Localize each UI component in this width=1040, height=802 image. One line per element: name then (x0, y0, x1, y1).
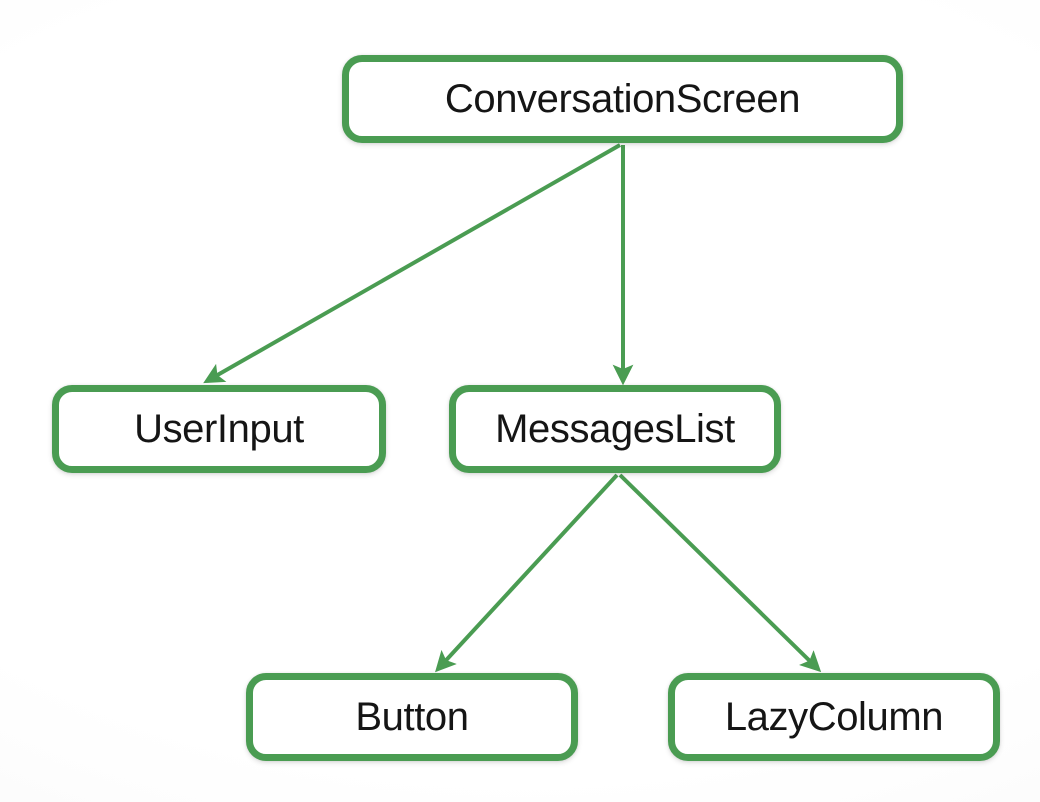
node-label-user-input: UserInput (134, 407, 304, 451)
node-user-input[interactable]: UserInput (52, 385, 386, 473)
edge-conversationscreen-userinput (203, 143, 621, 384)
node-label-button: Button (355, 695, 469, 739)
edge-messageslist-lazycolumn (618, 473, 822, 673)
node-lazy-column[interactable]: LazyColumn (668, 673, 1000, 761)
node-label-messages-list: MessagesList (495, 407, 735, 451)
node-label-lazy-column: LazyColumn (724, 695, 944, 739)
node-button[interactable]: Button (246, 673, 578, 761)
node-label-conversation-screen: ConversationScreen (444, 77, 801, 121)
edge-messageslist-button (435, 473, 619, 673)
node-conversation-screen[interactable]: ConversationScreen (342, 55, 903, 143)
node-messages-list[interactable]: MessagesList (449, 385, 781, 473)
